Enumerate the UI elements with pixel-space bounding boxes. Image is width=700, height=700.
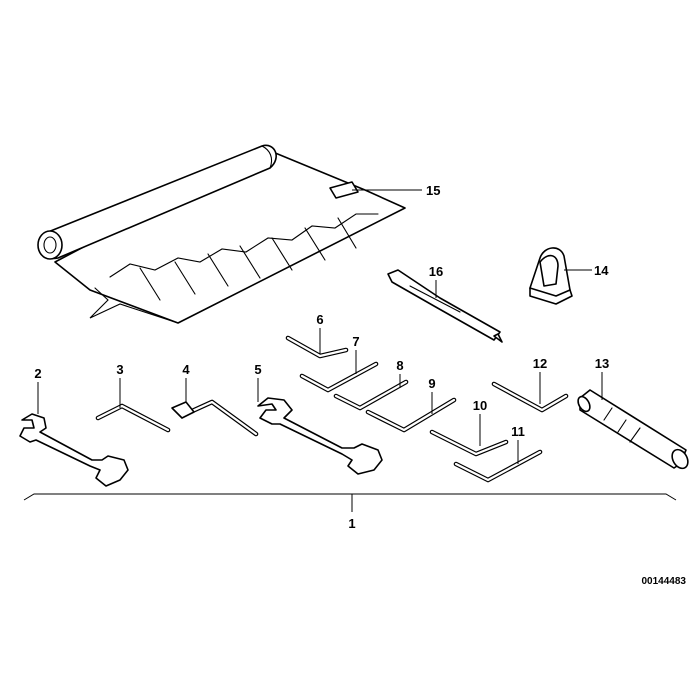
callout-labels: 1 2 3 4 5 6 7 8 9 10 11 12 13 14 15 16 (34, 183, 609, 531)
callout-5: 5 (254, 362, 261, 377)
callout-4: 4 (182, 362, 190, 377)
box-spanner (577, 389, 689, 470)
callout-8: 8 (396, 358, 403, 373)
callout-12: 12 (533, 356, 547, 371)
callout-2: 2 (34, 366, 41, 381)
tool-roll-pouch (37, 144, 406, 324)
callout-15: 15 (426, 183, 440, 198)
leader-lines (37, 189, 603, 512)
screwdriver (387, 269, 503, 343)
hex-key-3 (95, 403, 171, 433)
callout-9: 9 (428, 376, 435, 391)
hex-key-12 (491, 381, 569, 413)
callout-10: 10 (473, 398, 487, 413)
open-end-wrench-large (257, 397, 383, 475)
callout-16: 16 (429, 264, 443, 279)
hex-key-7 (299, 361, 379, 393)
drawing-number: 00144483 (642, 576, 687, 587)
socket-hex-key (171, 399, 259, 437)
callout-6: 6 (316, 312, 323, 327)
callout-7: 7 (352, 334, 359, 349)
callout-11: 11 (511, 424, 525, 439)
callout-13: 13 (595, 356, 609, 371)
kit-bracket (23, 493, 677, 501)
hex-key-9 (365, 397, 457, 433)
callout-1: 1 (348, 516, 355, 531)
callout-3: 3 (116, 362, 123, 377)
open-end-wrench-small (19, 413, 129, 487)
callout-14: 14 (594, 263, 609, 278)
holder-clip (529, 247, 573, 305)
hex-key-8 (333, 379, 409, 411)
hex-key-10 (429, 429, 509, 457)
hex-key-6 (285, 335, 349, 359)
hex-key-11 (453, 449, 543, 483)
